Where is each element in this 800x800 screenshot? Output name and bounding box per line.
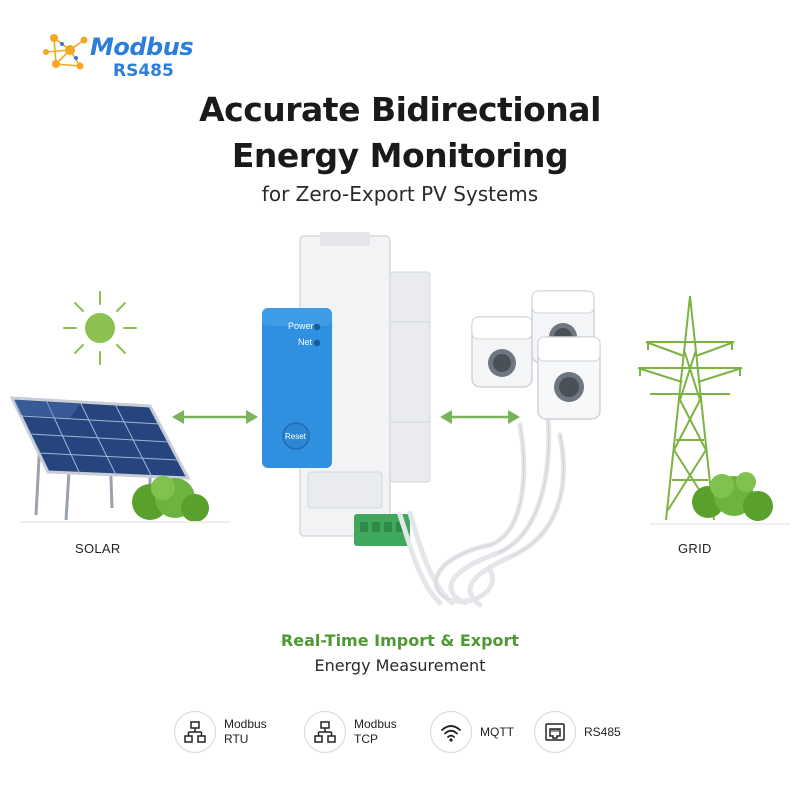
logo-wordmark: Modbus <box>90 33 194 61</box>
network-icon <box>174 711 216 753</box>
ct-clamp-3 <box>537 336 601 420</box>
protocol-name: Modbus <box>224 717 267 731</box>
bush-icon <box>132 476 209 522</box>
sun-icon <box>63 291 137 365</box>
network-icon <box>304 711 346 753</box>
bidirectional-arrow-right-icon <box>440 410 520 424</box>
protocol-modbus-tcp: Modbus TCP <box>304 709 397 755</box>
protocol-rs485: RS485 <box>534 709 621 755</box>
subheadline: for Zero-Export PV Systems <box>261 182 539 206</box>
ethernet-port-icon <box>534 711 576 753</box>
bush-icon <box>692 472 773 521</box>
protocol-modbus-rtu: Modbus RTU <box>174 709 267 755</box>
network-globe-icon <box>43 34 88 70</box>
tagline-highlight: Real-Time Import & Export <box>280 631 520 650</box>
reset-button[interactable]: Reset <box>285 432 306 441</box>
protocol-variant: TCP <box>354 732 378 746</box>
solar-panel-icon <box>9 396 191 480</box>
tagline-subtext: Energy Measurement <box>314 656 486 675</box>
protocol-list: Modbus RTU Modbus TCP <box>174 709 654 755</box>
protocol-variant: RTU <box>224 732 249 746</box>
grid-label: GRID <box>678 541 712 556</box>
headline-line-1: Accurate Bidirectional <box>199 90 601 129</box>
wifi-icon <box>430 711 472 753</box>
protocol-name: MQTT <box>480 724 514 739</box>
solar-scene <box>9 291 230 523</box>
solar-label: SOLAR <box>75 541 121 556</box>
headline-line-2: Energy Monitoring <box>231 136 569 175</box>
power-led-label: Power <box>288 321 314 331</box>
protocol-name: Modbus <box>354 717 397 731</box>
bidirectional-arrow-left-icon <box>172 410 258 424</box>
energy-meter-device <box>262 232 431 546</box>
net-led-label: Net <box>298 337 313 347</box>
ct-clamp-sensors <box>397 290 601 608</box>
ct-clamp-1 <box>471 316 533 388</box>
grid-scene <box>637 295 790 525</box>
protocol-mqtt: MQTT <box>430 709 514 755</box>
modbus-logo: Modbus RS485 <box>40 28 210 84</box>
power-pylon-icon <box>637 295 743 521</box>
logo-subtitle: RS485 <box>113 61 174 81</box>
protocol-name: RS485 <box>584 724 621 739</box>
